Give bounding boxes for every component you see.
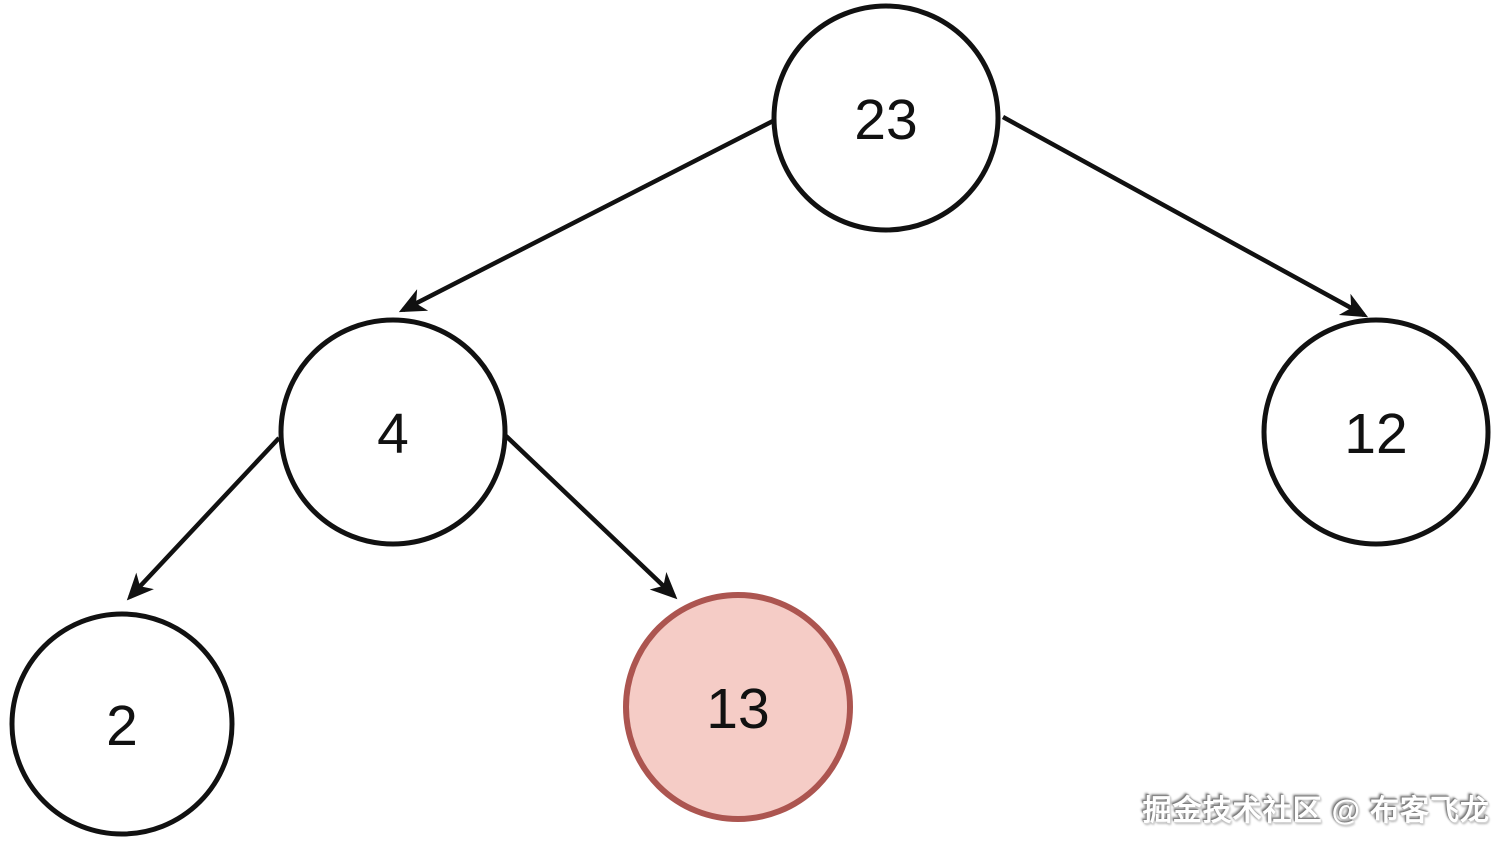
tree-node-13-highlighted: 13 bbox=[623, 592, 853, 822]
node-label: 4 bbox=[377, 402, 409, 466]
tree-node-2: 2 bbox=[9, 611, 235, 837]
node-circle bbox=[1261, 317, 1491, 547]
edge-23-to-12 bbox=[1001, 115, 1369, 318]
tree-node-12: 12 bbox=[1261, 317, 1491, 547]
node-label: 12 bbox=[1344, 402, 1407, 466]
node-circle bbox=[623, 592, 853, 822]
edge-4-to-2 bbox=[126, 436, 281, 601]
tree-node-root-23: 23 bbox=[771, 3, 1001, 233]
node-label: 23 bbox=[854, 88, 917, 152]
node-label: 13 bbox=[706, 677, 769, 741]
watermark-text: 掘金技术社区 @ 布客飞龙 bbox=[1142, 795, 1490, 827]
node-circle bbox=[9, 611, 235, 837]
tree-node-4: 4 bbox=[278, 317, 508, 547]
edge-4-to-13 bbox=[504, 434, 678, 600]
node-label: 2 bbox=[106, 694, 138, 758]
edge-23-to-4 bbox=[398, 118, 775, 313]
node-circle bbox=[771, 3, 1001, 233]
node-circle bbox=[278, 317, 508, 547]
